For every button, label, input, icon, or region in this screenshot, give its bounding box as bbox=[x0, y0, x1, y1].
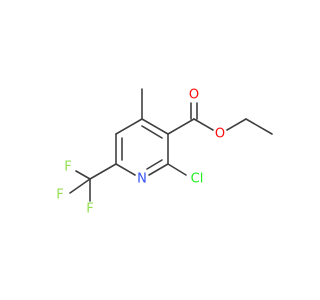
atom-label-fluorine-top: F bbox=[64, 160, 71, 175]
bond-c2-cl bbox=[167, 163, 187, 176]
bond-cf3-f-bottom bbox=[69, 178, 91, 194]
bond-ester-o-ch2 bbox=[226, 118, 247, 131]
bond-n1-c2-inner bbox=[146, 159, 163, 170]
bond-c3-carbonyl bbox=[167, 118, 195, 135]
bond-n1-c2 bbox=[148, 163, 169, 176]
bond-c4-c5 bbox=[115, 118, 143, 135]
atom-label-carbonyl-oxygen: O bbox=[189, 88, 199, 103]
bond-c3-c4 bbox=[141, 118, 169, 135]
bond-ch2-ch3 bbox=[245, 118, 273, 135]
atom-label-chlorine: Cl bbox=[191, 172, 204, 187]
bond-carbonyl-ester-o bbox=[193, 118, 214, 131]
atom-label-fluorine-left: F bbox=[56, 188, 63, 203]
atom-label-ester-oxygen: O bbox=[215, 127, 225, 142]
bond-c6-n1 bbox=[115, 163, 136, 176]
bond-c6-cf3 bbox=[89, 163, 117, 180]
atom-label-ring-nitrogen: N bbox=[137, 172, 147, 187]
atom-label-fluorine-bottom: F bbox=[86, 202, 93, 217]
molecule-structure-diagram: O O N Cl F F F bbox=[56, 88, 273, 217]
bond-cf3-f-top bbox=[75, 170, 91, 180]
bond-c3-c4-inner bbox=[141, 125, 163, 139]
